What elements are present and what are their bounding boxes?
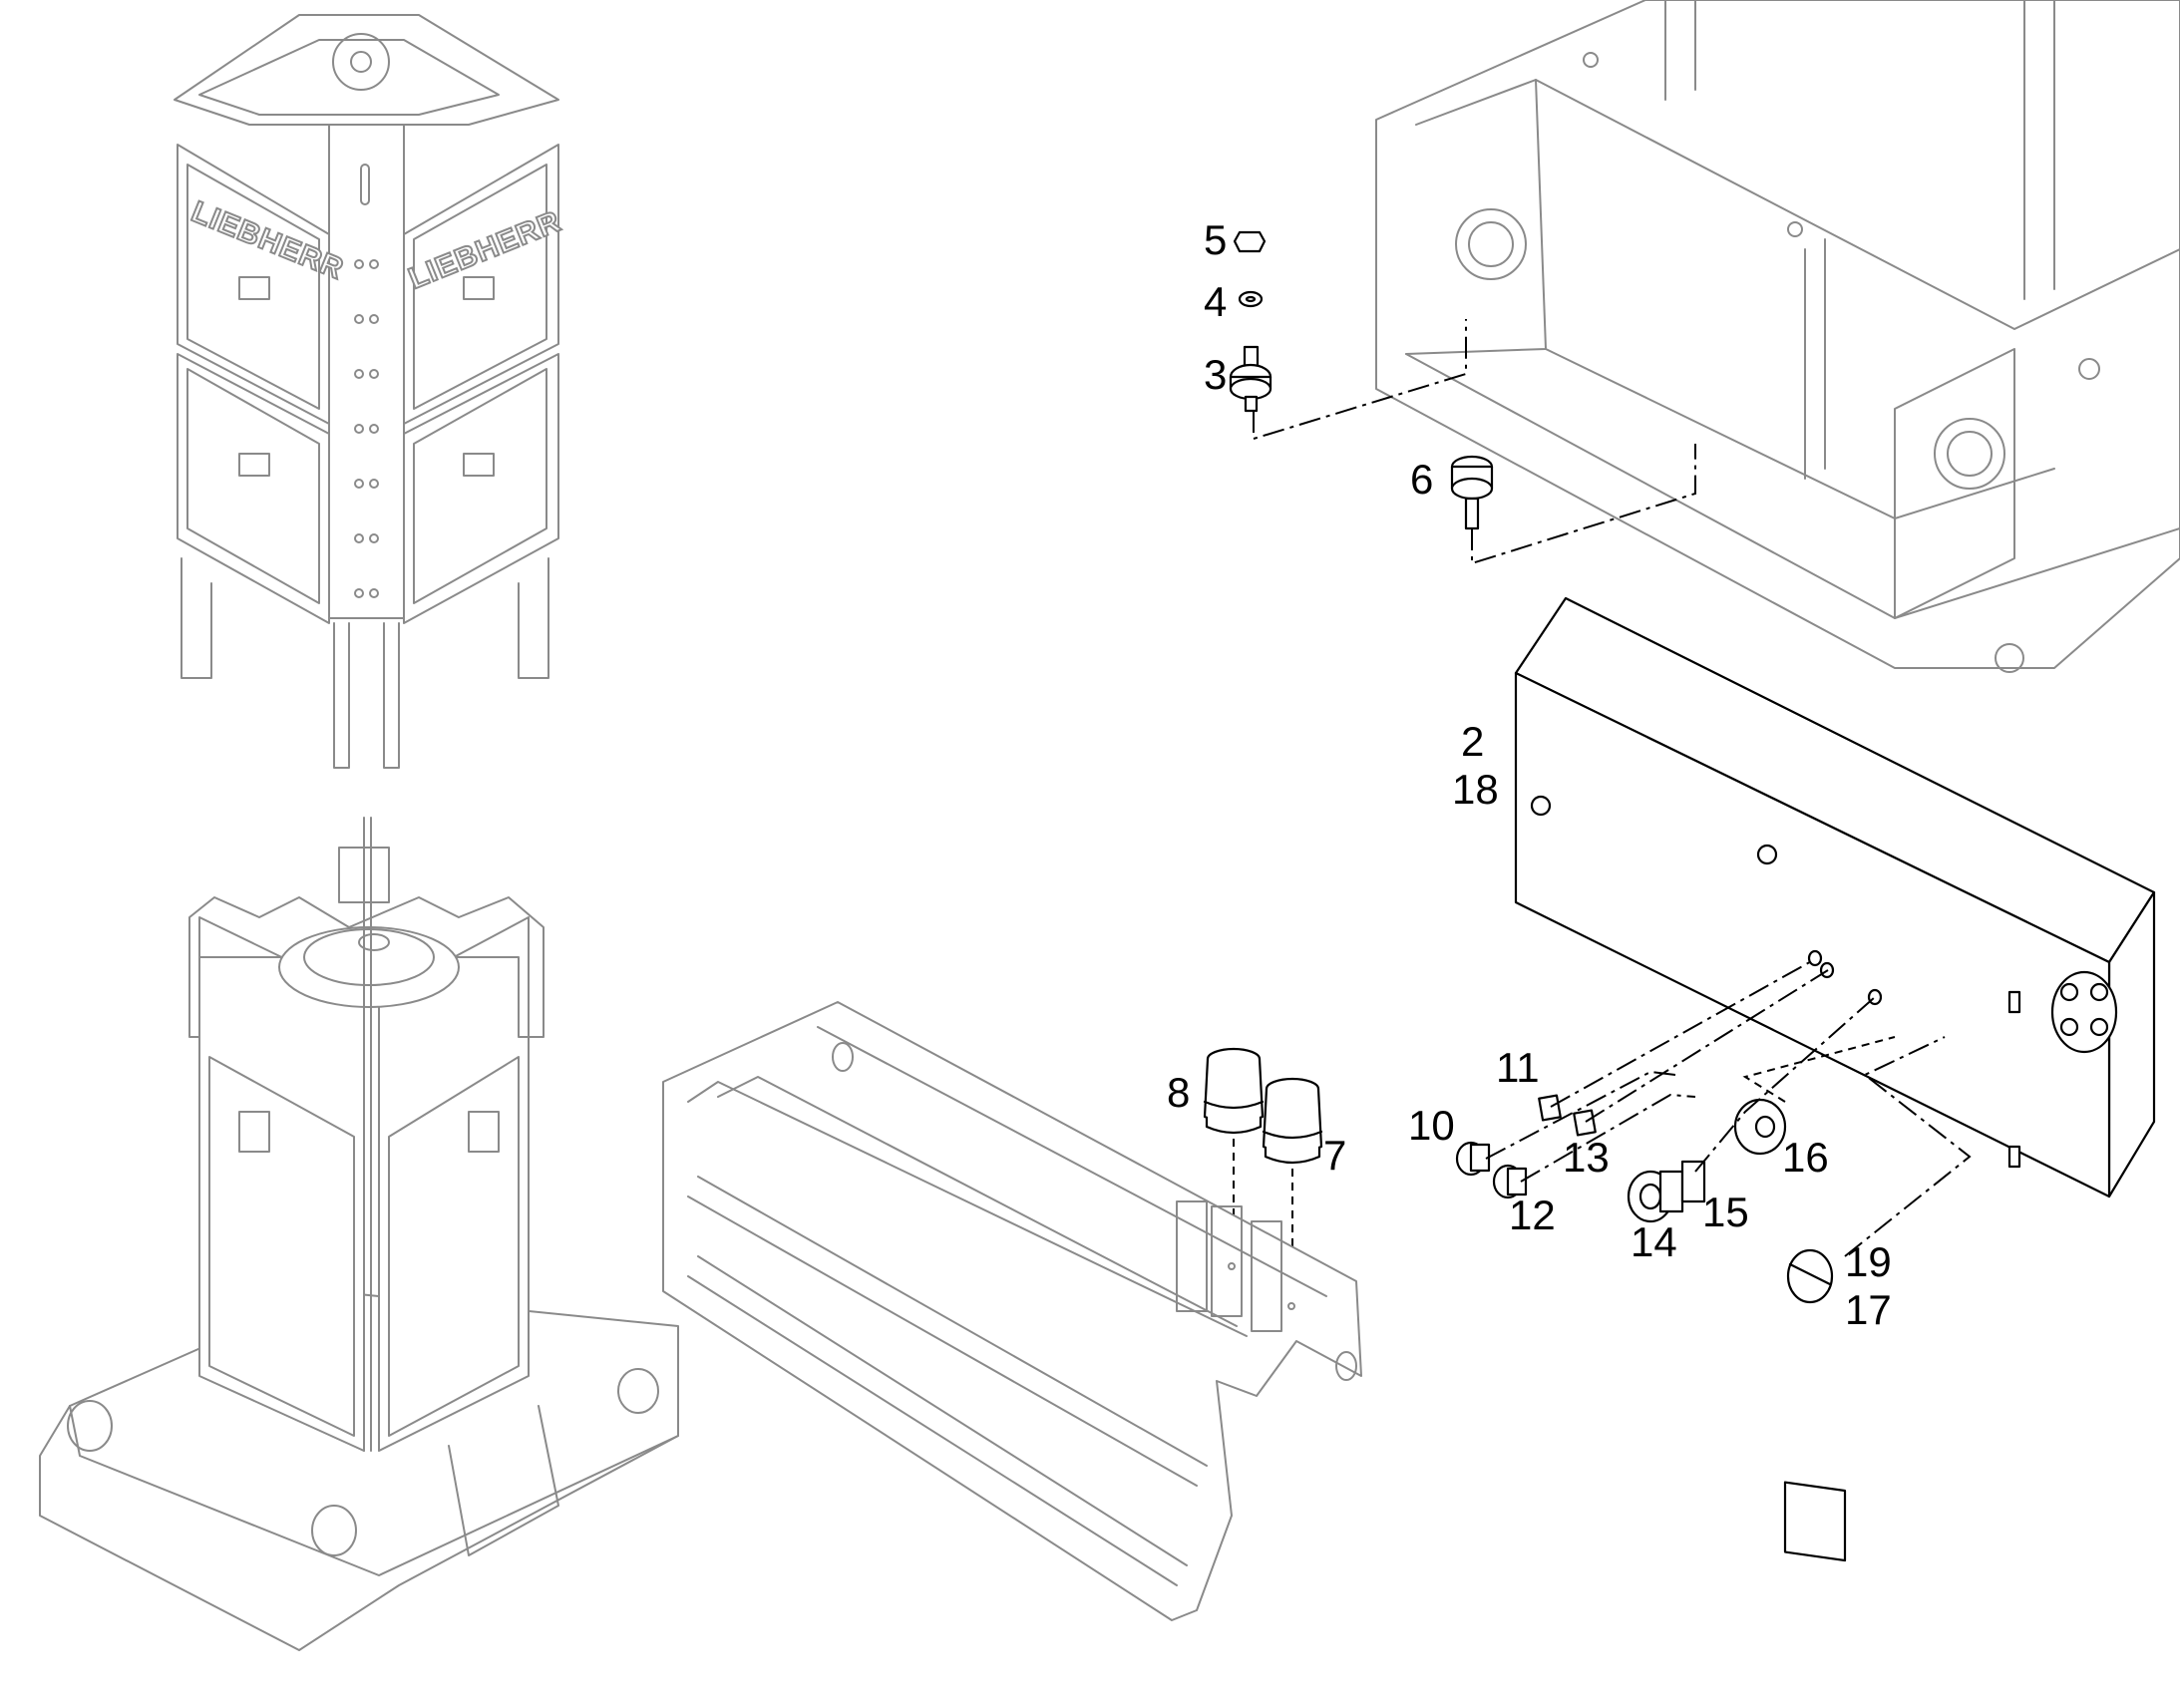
emergency-stop-14	[1627, 1160, 1706, 1223]
pushbutton-10	[1455, 1141, 1491, 1177]
callout-13: 13	[1563, 1134, 1610, 1181]
fastener-group	[1229, 230, 1696, 565]
beacon-7	[1262, 1077, 1323, 1165]
callout-17: 17	[1845, 1286, 1892, 1333]
callout-16: 16	[1782, 1134, 1829, 1181]
rubber-mount-part	[1229, 345, 1272, 413]
label-ring-16	[1733, 1098, 1787, 1156]
callout-11: 11	[1496, 1044, 1540, 1091]
callout-7: 7	[1323, 1132, 1346, 1179]
callout-2: 2	[1461, 718, 1484, 765]
callout-19: 19	[1845, 1238, 1892, 1285]
stud-part	[1450, 455, 1494, 530]
callout-12: 12	[1509, 1192, 1556, 1238]
main-switch-19	[1783, 1248, 1847, 1562]
beacon-8	[1203, 1047, 1265, 1135]
panel-components	[1455, 958, 1972, 1562]
open-tower-assembly	[39, 817, 679, 1651]
callout-8: 8	[1167, 1069, 1190, 1116]
rack-frame-assembly	[662, 1001, 1362, 1621]
callout-4: 4	[1204, 278, 1227, 325]
callout-18: 18	[1452, 766, 1499, 813]
callout-10: 10	[1408, 1102, 1455, 1149]
callout-5: 5	[1204, 216, 1227, 263]
callout-15: 15	[1702, 1189, 1749, 1235]
nut-part	[1233, 230, 1267, 253]
callout-14: 14	[1631, 1218, 1677, 1265]
callout-3: 3	[1204, 351, 1227, 398]
washer-part	[1238, 290, 1264, 308]
callout-labels: 5 4 3 6 2 18 8 7 11 10 13 16 12 15 14 19…	[1167, 216, 1892, 1333]
callout-6: 6	[1410, 456, 1433, 503]
enclosed-tower-assembly: LIEBHERR LIEBHERR	[174, 14, 566, 769]
base-frame-assembly	[1375, 0, 2180, 673]
control-box-assembly	[1514, 596, 2156, 1198]
